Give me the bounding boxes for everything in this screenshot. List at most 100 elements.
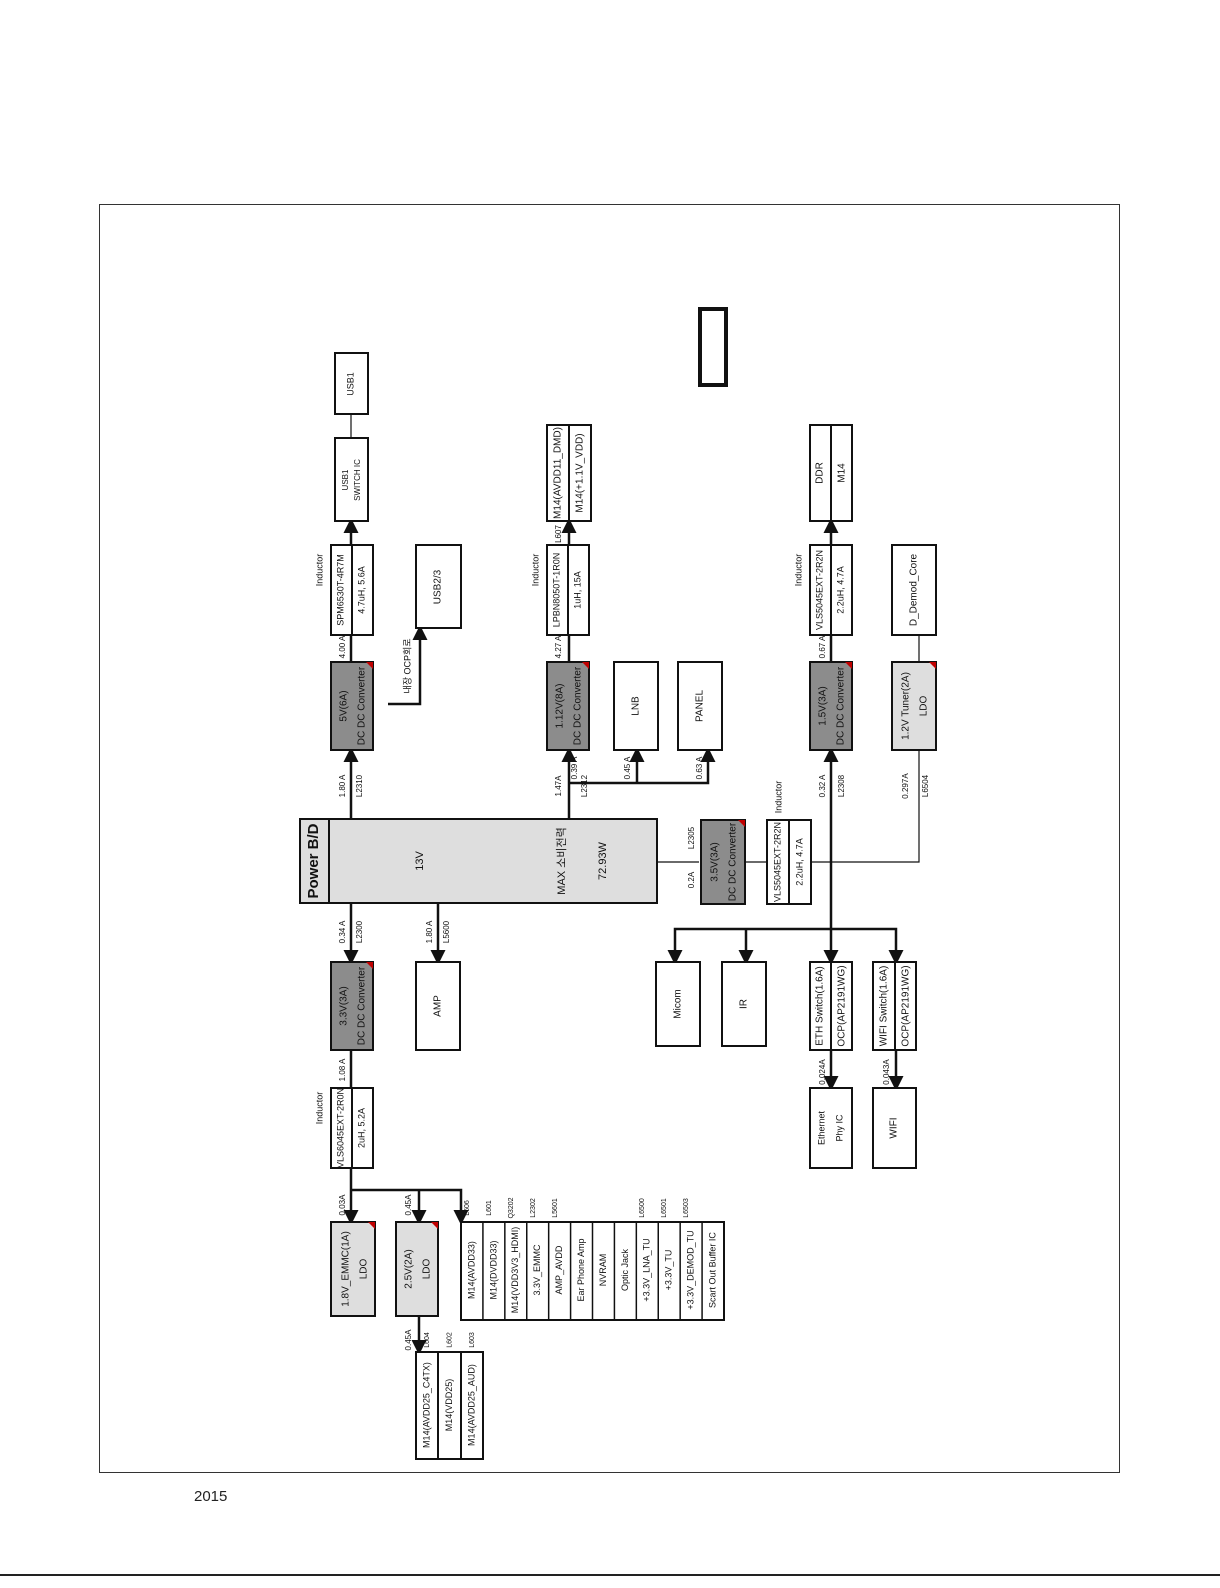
ddr-l1: DDR (815, 462, 826, 484)
ind3-part: VLS5045EXT-2R2N (814, 550, 824, 630)
power-max-label: MAX 소비전력 (555, 827, 568, 894)
ind4-part: VLS5045EXT-2R2N (772, 822, 782, 902)
wires (343, 518, 904, 1355)
eth_sw-label-1: ETH Switch(1.6A) (815, 966, 826, 1045)
m14-dmd-l2: M14(+1.1V_VDD) (575, 433, 586, 512)
ldo12-box (891, 661, 937, 751)
current-c_33_out: 1.08 A (338, 1058, 347, 1081)
current-c_ldo25_out: 0.45A (404, 1329, 413, 1351)
dc35-box (700, 819, 746, 905)
current-c_5v_out: 4.00 A (338, 635, 347, 658)
dc15-label-2: DC DC Converter (836, 666, 847, 745)
ind3-title: Inductor (793, 554, 803, 587)
list-33v-item: AMP_AVDD (554, 1245, 564, 1294)
dc5v-label-2: DC DC Converter (357, 666, 368, 745)
usb1-switch-l1: USB1 (341, 469, 350, 490)
current-ref_5v_in: L2310 (355, 774, 364, 797)
list-25v-item: M14(AVDD25_C4TX) (421, 1362, 431, 1448)
list-33v-ref: L6503 (683, 1198, 690, 1218)
current-c_wifi: 0.043A (882, 1059, 891, 1085)
current-ref_amp: L5600 (442, 920, 451, 943)
inductor-boxes (330, 544, 853, 1169)
micom-label: Micom (673, 989, 684, 1018)
d-demod-label: D_Demod_Core (909, 553, 920, 626)
current-c_112_in2: 0.39 A (570, 756, 579, 779)
red-markers (366, 662, 936, 1229)
list-33v-item: Scart Out Buffer IC (707, 1232, 717, 1308)
wifi_sw-label-2: OCP(AP2191WG) (901, 965, 912, 1046)
lg-logo: LG (698, 307, 728, 387)
dc35-label-1: 3.5V(3A) (710, 842, 721, 881)
current-ref_33: L2300 (355, 920, 364, 943)
ethernet-l1: Ethernet (816, 1110, 826, 1145)
power-voltage: 13V (414, 851, 426, 871)
ethernet-l2: Phy IC (834, 1114, 844, 1142)
eth_sw-label-2: OCP(AP2191WG) (837, 965, 848, 1046)
list-33v-item: +3.3V_TU (664, 1250, 674, 1291)
current-c_eth: 0.024A (818, 1059, 827, 1085)
ldo12-label-1: 1.2V Tuner(2A) (901, 672, 912, 740)
list-33v-item: 3.3V_EMMC (532, 1244, 542, 1296)
ind2-title: Inductor (530, 554, 540, 587)
current-ref_15: L2308 (837, 774, 846, 797)
list-33v-item: Optic Jack (620, 1248, 630, 1291)
dc5v-box (330, 661, 374, 751)
list-33v-item: +3.3V_DEMOD_TU (686, 1230, 696, 1309)
wifi-label: WIFI (889, 1117, 900, 1138)
current-c_33_in: 0.34 A (338, 920, 347, 943)
list-25v-ref: L603 (469, 1332, 476, 1348)
wifi_sw-label-1: WIFI Switch(1.6A) (879, 966, 890, 1047)
ldo25-label-1: 2.5V(2A) (404, 1249, 415, 1288)
list-33v-item: NVRAM (598, 1254, 608, 1287)
amp-label: AMP (433, 995, 444, 1017)
ddr-l2: M14 (837, 463, 848, 483)
current-c_amp: 1.80 A (425, 920, 434, 943)
current-ref_112: L2312 (580, 774, 589, 797)
list-33v-ref: L601 (486, 1200, 493, 1216)
current-c_ldo25: 0.45A (404, 1194, 413, 1216)
ind1-rating: 4.7uH, 5.6A (356, 566, 366, 614)
dc112-label-2: DC DC Converter (573, 666, 584, 745)
power-board (299, 818, 658, 904)
current-c_15_out: 0.67 A (818, 635, 827, 658)
list-33v-ref: L6500 (639, 1198, 646, 1218)
footer-year: 2015 (194, 1488, 228, 1505)
ind4-rating: 2.2uH, 4.7A (794, 838, 804, 886)
list-33v-ref: L2302 (530, 1198, 537, 1218)
dc5v-label-1: 5V(6A) (339, 690, 350, 721)
list-33v-item: Ear Phone Amp (576, 1238, 586, 1301)
dc33-box (330, 961, 374, 1051)
current-c_15_in: 0.32 A (818, 774, 827, 797)
current-c_panel: 0.63 A (695, 756, 704, 779)
current-c_112_in1: 1.47A (554, 775, 563, 797)
ind1-part: SPM6530T-4R7M (335, 554, 345, 626)
ind2-part: LPBN8050T-1R0N (551, 553, 561, 628)
ldo18-label-2: LDO (359, 1258, 370, 1279)
list-33v-item: M14(AVDD33) (466, 1241, 476, 1299)
footer-rule (0, 1574, 1220, 1576)
list-33v-item: M14(DVDD33) (488, 1240, 498, 1299)
current-c_35: 0.2A (687, 871, 696, 888)
list-33v-ref: L5601 (552, 1198, 559, 1218)
dc33-label-2: DC DC Converter (357, 966, 368, 1045)
list-25v-ref: L602 (446, 1332, 453, 1348)
dc33-label-1: 3.3V(3A) (339, 986, 350, 1025)
current-ref_12: L6504 (921, 774, 930, 797)
ind5-title: Inductor (314, 1092, 324, 1125)
list-33v-ref: Q3202 (508, 1197, 515, 1218)
dc112-box (546, 661, 590, 751)
dc15-box (809, 661, 853, 751)
list-33v-item: +3.3V_LNA_TU (642, 1238, 652, 1301)
current-ref_l607: L607 (554, 525, 563, 543)
dc35-label-2: DC DC Converter (728, 822, 739, 901)
list-33v-ref: L606 (464, 1200, 471, 1216)
list-25v-item: M14(AVDD25_AUD) (466, 1364, 476, 1446)
list-33v-item: M14(VDD3V3_HDMI) (510, 1227, 520, 1314)
ldo18-label-1: 1.8V_EMMC(1A) (341, 1231, 352, 1307)
power-title: Power B/D (305, 823, 322, 898)
current-c_12_in: 0.297A (901, 773, 910, 799)
list-25v-box (415, 1351, 484, 1460)
svg-text:LG: LG (708, 340, 719, 354)
